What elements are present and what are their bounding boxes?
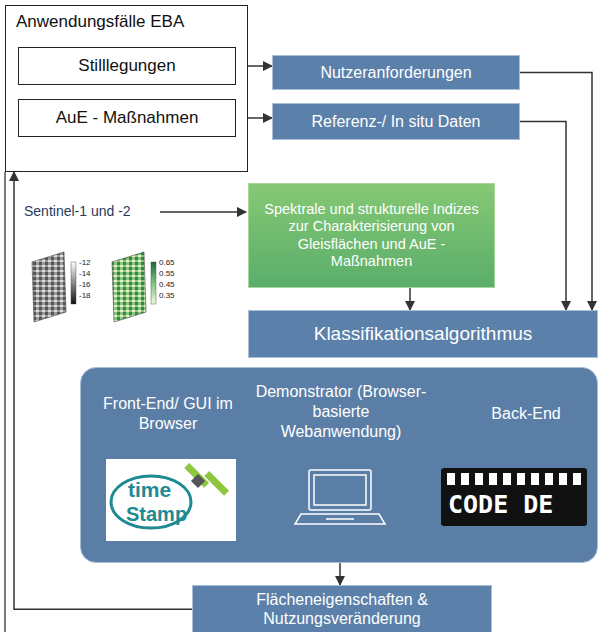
index-box: Spektrale und strukturelle Indizes zur C… — [248, 183, 495, 288]
flow-arrow — [409, 288, 411, 310]
timestamp-logo — [106, 459, 236, 541]
sar-image — [32, 252, 66, 322]
flow-arrow — [520, 122, 566, 311]
process-box: Referenz-/ In situ Daten — [272, 103, 520, 140]
sensor-label: Sentinel-1 und -2 — [24, 203, 131, 219]
demonstrator-panel: Front-End/ GUI im BrowserDemonstrator (B… — [80, 367, 598, 563]
scale-value: -16 — [79, 280, 91, 289]
laptop-icon — [295, 470, 385, 524]
node-text: Referenz-/ In situ Daten — [312, 112, 481, 131]
codede-logo — [441, 468, 587, 526]
node-text: Stilllegungen — [78, 56, 175, 76]
classifier-box: Klassifikationsalgorithmus — [248, 310, 598, 358]
node-text: Demonstrator (Browser-basierte Webanwend… — [251, 382, 431, 442]
use-case-group: Anwendungsfälle EBA StilllegungenAuE - Ma… — [5, 5, 248, 172]
colorbar — [71, 262, 76, 304]
scale-value: 0.45 — [159, 280, 175, 289]
result-box: Flächeneigenschaften & Nutzungsveränderu… — [192, 585, 492, 632]
node-text: Klassifikationsalgorithmus — [314, 323, 533, 346]
scale-value: 0.55 — [159, 269, 175, 278]
ndvi-image — [112, 252, 146, 322]
process-box: Nutzeranforderungen — [272, 55, 520, 90]
scale-value: 0.65 — [159, 258, 175, 267]
scale-value: -14 — [79, 269, 91, 278]
use-case-box: AuE - Maßnahmen — [18, 99, 236, 137]
node-text: Nutzeranforderungen — [320, 63, 471, 82]
node-text: Flächeneigenschaften & Nutzungsveränderu… — [201, 590, 483, 628]
scale-value: 0.35 — [159, 291, 175, 300]
scale-value: -18 — [79, 291, 91, 300]
flow-arrow — [520, 73, 592, 311]
scale-value: -12 — [79, 258, 91, 267]
node-text: Front-End/ GUI im Browser — [93, 394, 243, 434]
node-text: Back-End — [471, 404, 581, 424]
node-text: Spektrale und strukturelle Indizes zur C… — [257, 201, 486, 271]
flow-arrow — [339, 563, 341, 585]
use-case-box: Stilllegungen — [18, 47, 236, 85]
node-text: AuE - Maßnahmen — [56, 108, 199, 128]
colorbar — [151, 262, 156, 304]
input-arrow — [160, 211, 246, 213]
group-title: Anwendungsfälle EBA — [16, 12, 237, 32]
frame-line — [4, 172, 5, 632]
